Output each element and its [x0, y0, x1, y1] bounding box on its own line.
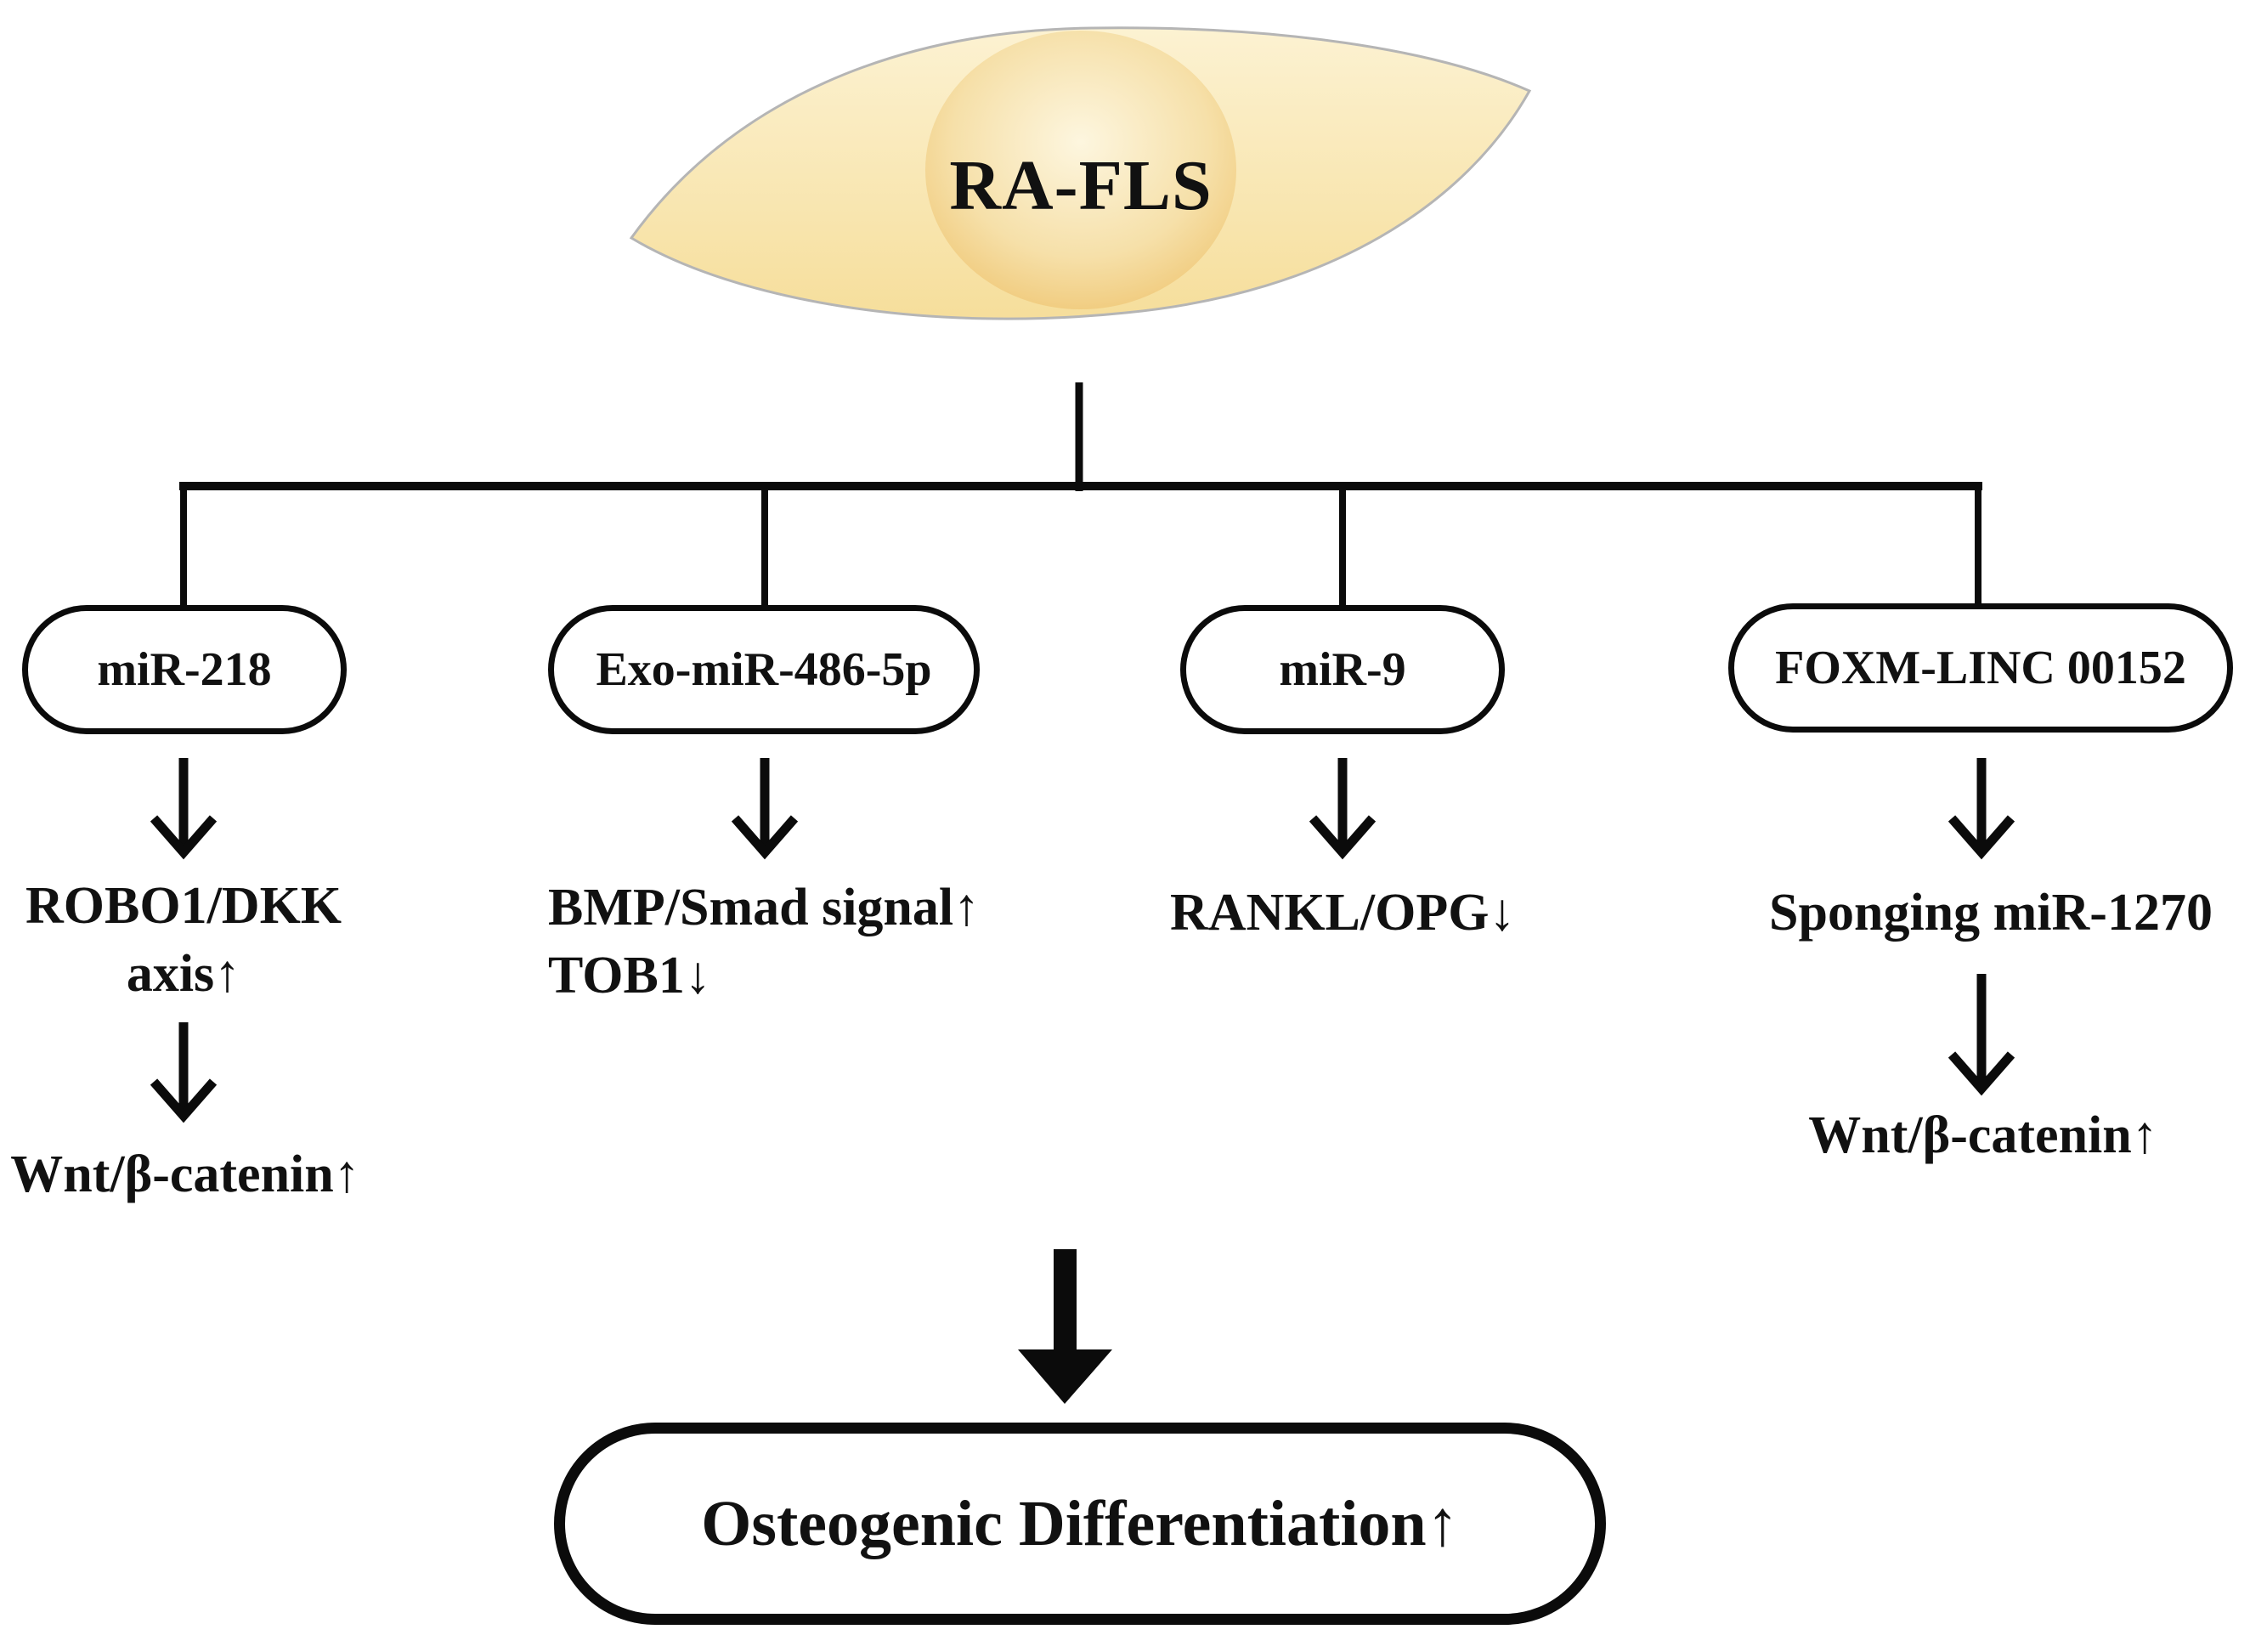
- connector-tree: [179, 382, 1982, 610]
- down-arrow-icon: [1309, 758, 1377, 860]
- effect-line: axis↑: [126, 945, 241, 1003]
- effect-line: ROBO1/DKK: [25, 877, 342, 935]
- node-mir-9: miR-9: [1180, 605, 1505, 734]
- effect-wnt-b-catenin-left: Wnt/β-catenin↑: [10, 1146, 360, 1203]
- effect-bmp-smad-tob1: BMP/Smad signal↑ TOB1↓: [548, 874, 980, 1010]
- cell-label: RA-FLS: [949, 145, 1213, 225]
- down-arrows: [150, 758, 2015, 1123]
- effect-rankl-opg: RANKL/OPG↓: [1170, 884, 1516, 942]
- down-arrow-icon: [1948, 974, 2015, 1096]
- down-arrow-icon: [731, 758, 799, 860]
- outcome-label: Osteogenic Differentiation↑: [701, 1487, 1459, 1559]
- node-mir-218: miR-218: [22, 605, 347, 734]
- effect-line: TOB1↓: [548, 947, 711, 1004]
- down-arrow-icon: [150, 758, 218, 860]
- node-foxm-linc-00152: FOXM-LINC 00152: [1728, 603, 2233, 733]
- outcome-box: Osteogenic Differentiation↑: [554, 1423, 1606, 1625]
- effect-sponging-mir-1270: Sponging miR-1270: [1769, 884, 2213, 942]
- cell-nucleus: [925, 31, 1236, 309]
- big-down-arrow-icon: [1018, 1249, 1112, 1404]
- node-exo-mir-486-5p: Exo-miR-486-5p: [548, 605, 980, 734]
- down-arrow-icon: [150, 1022, 218, 1123]
- effect-line: BMP/Smad signal↑: [548, 879, 981, 936]
- effect-wnt-b-catenin-right: Wnt/β-catenin↑: [1808, 1106, 2158, 1164]
- down-arrow-icon: [1948, 758, 2015, 860]
- effect-robo1-dkk-axis: ROBO1/DKK axis↑: [14, 872, 353, 1008]
